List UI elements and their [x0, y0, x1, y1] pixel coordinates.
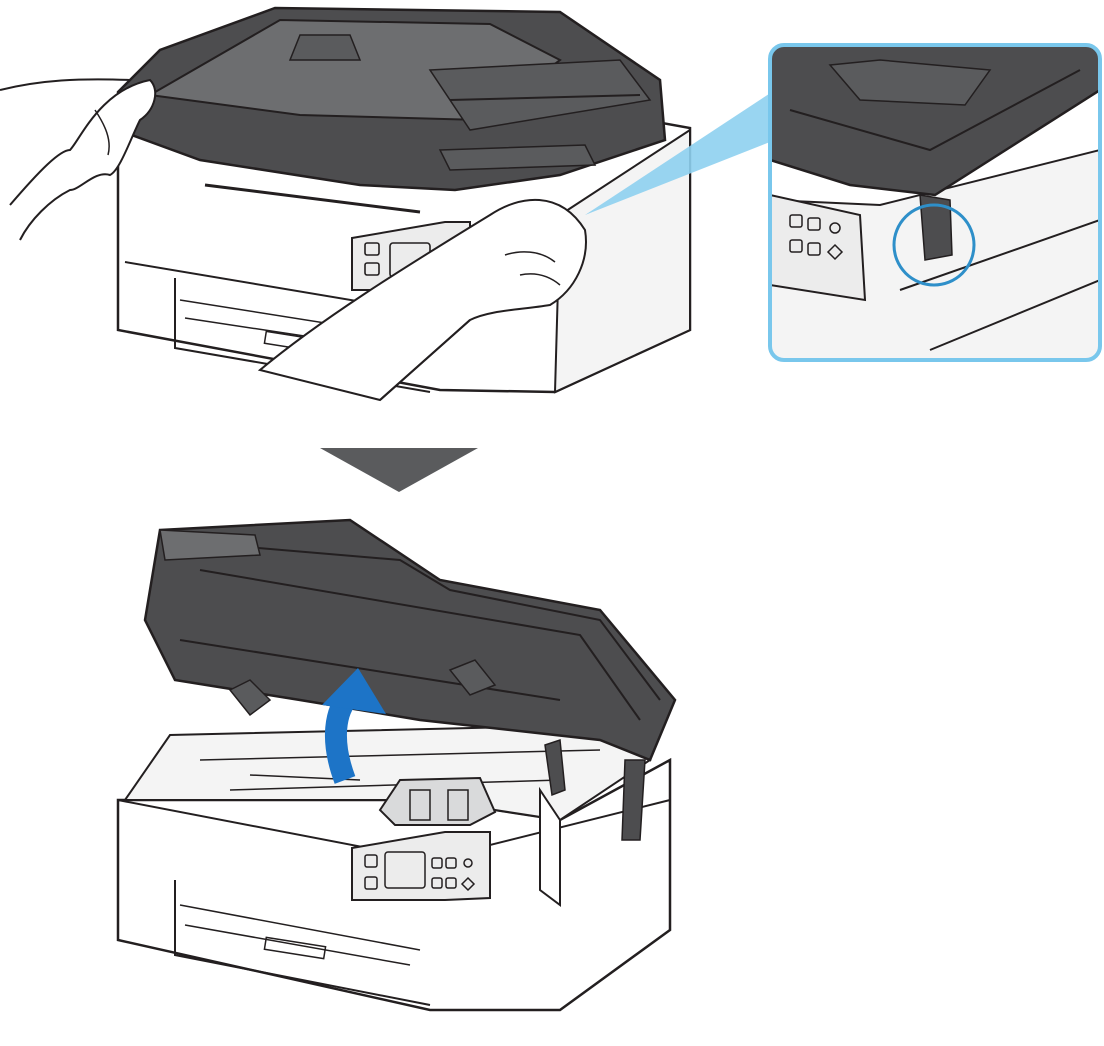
- left-hand-icon: [0, 78, 157, 241]
- up-curved-arrow-icon: [322, 668, 386, 784]
- printer-open-scanner-unit-icon: [116, 518, 677, 1012]
- printer-closed-with-hands-icon: [0, 6, 692, 402]
- circle-highlight-icon: [892, 203, 976, 287]
- control-panel-icon: [351, 831, 491, 901]
- right-hand-icon: [257, 198, 587, 402]
- scanner-unit-edge-detail-icon: [768, 43, 1102, 362]
- down-triangle-arrow-icon: [320, 448, 478, 492]
- callout-beam: [585, 90, 775, 215]
